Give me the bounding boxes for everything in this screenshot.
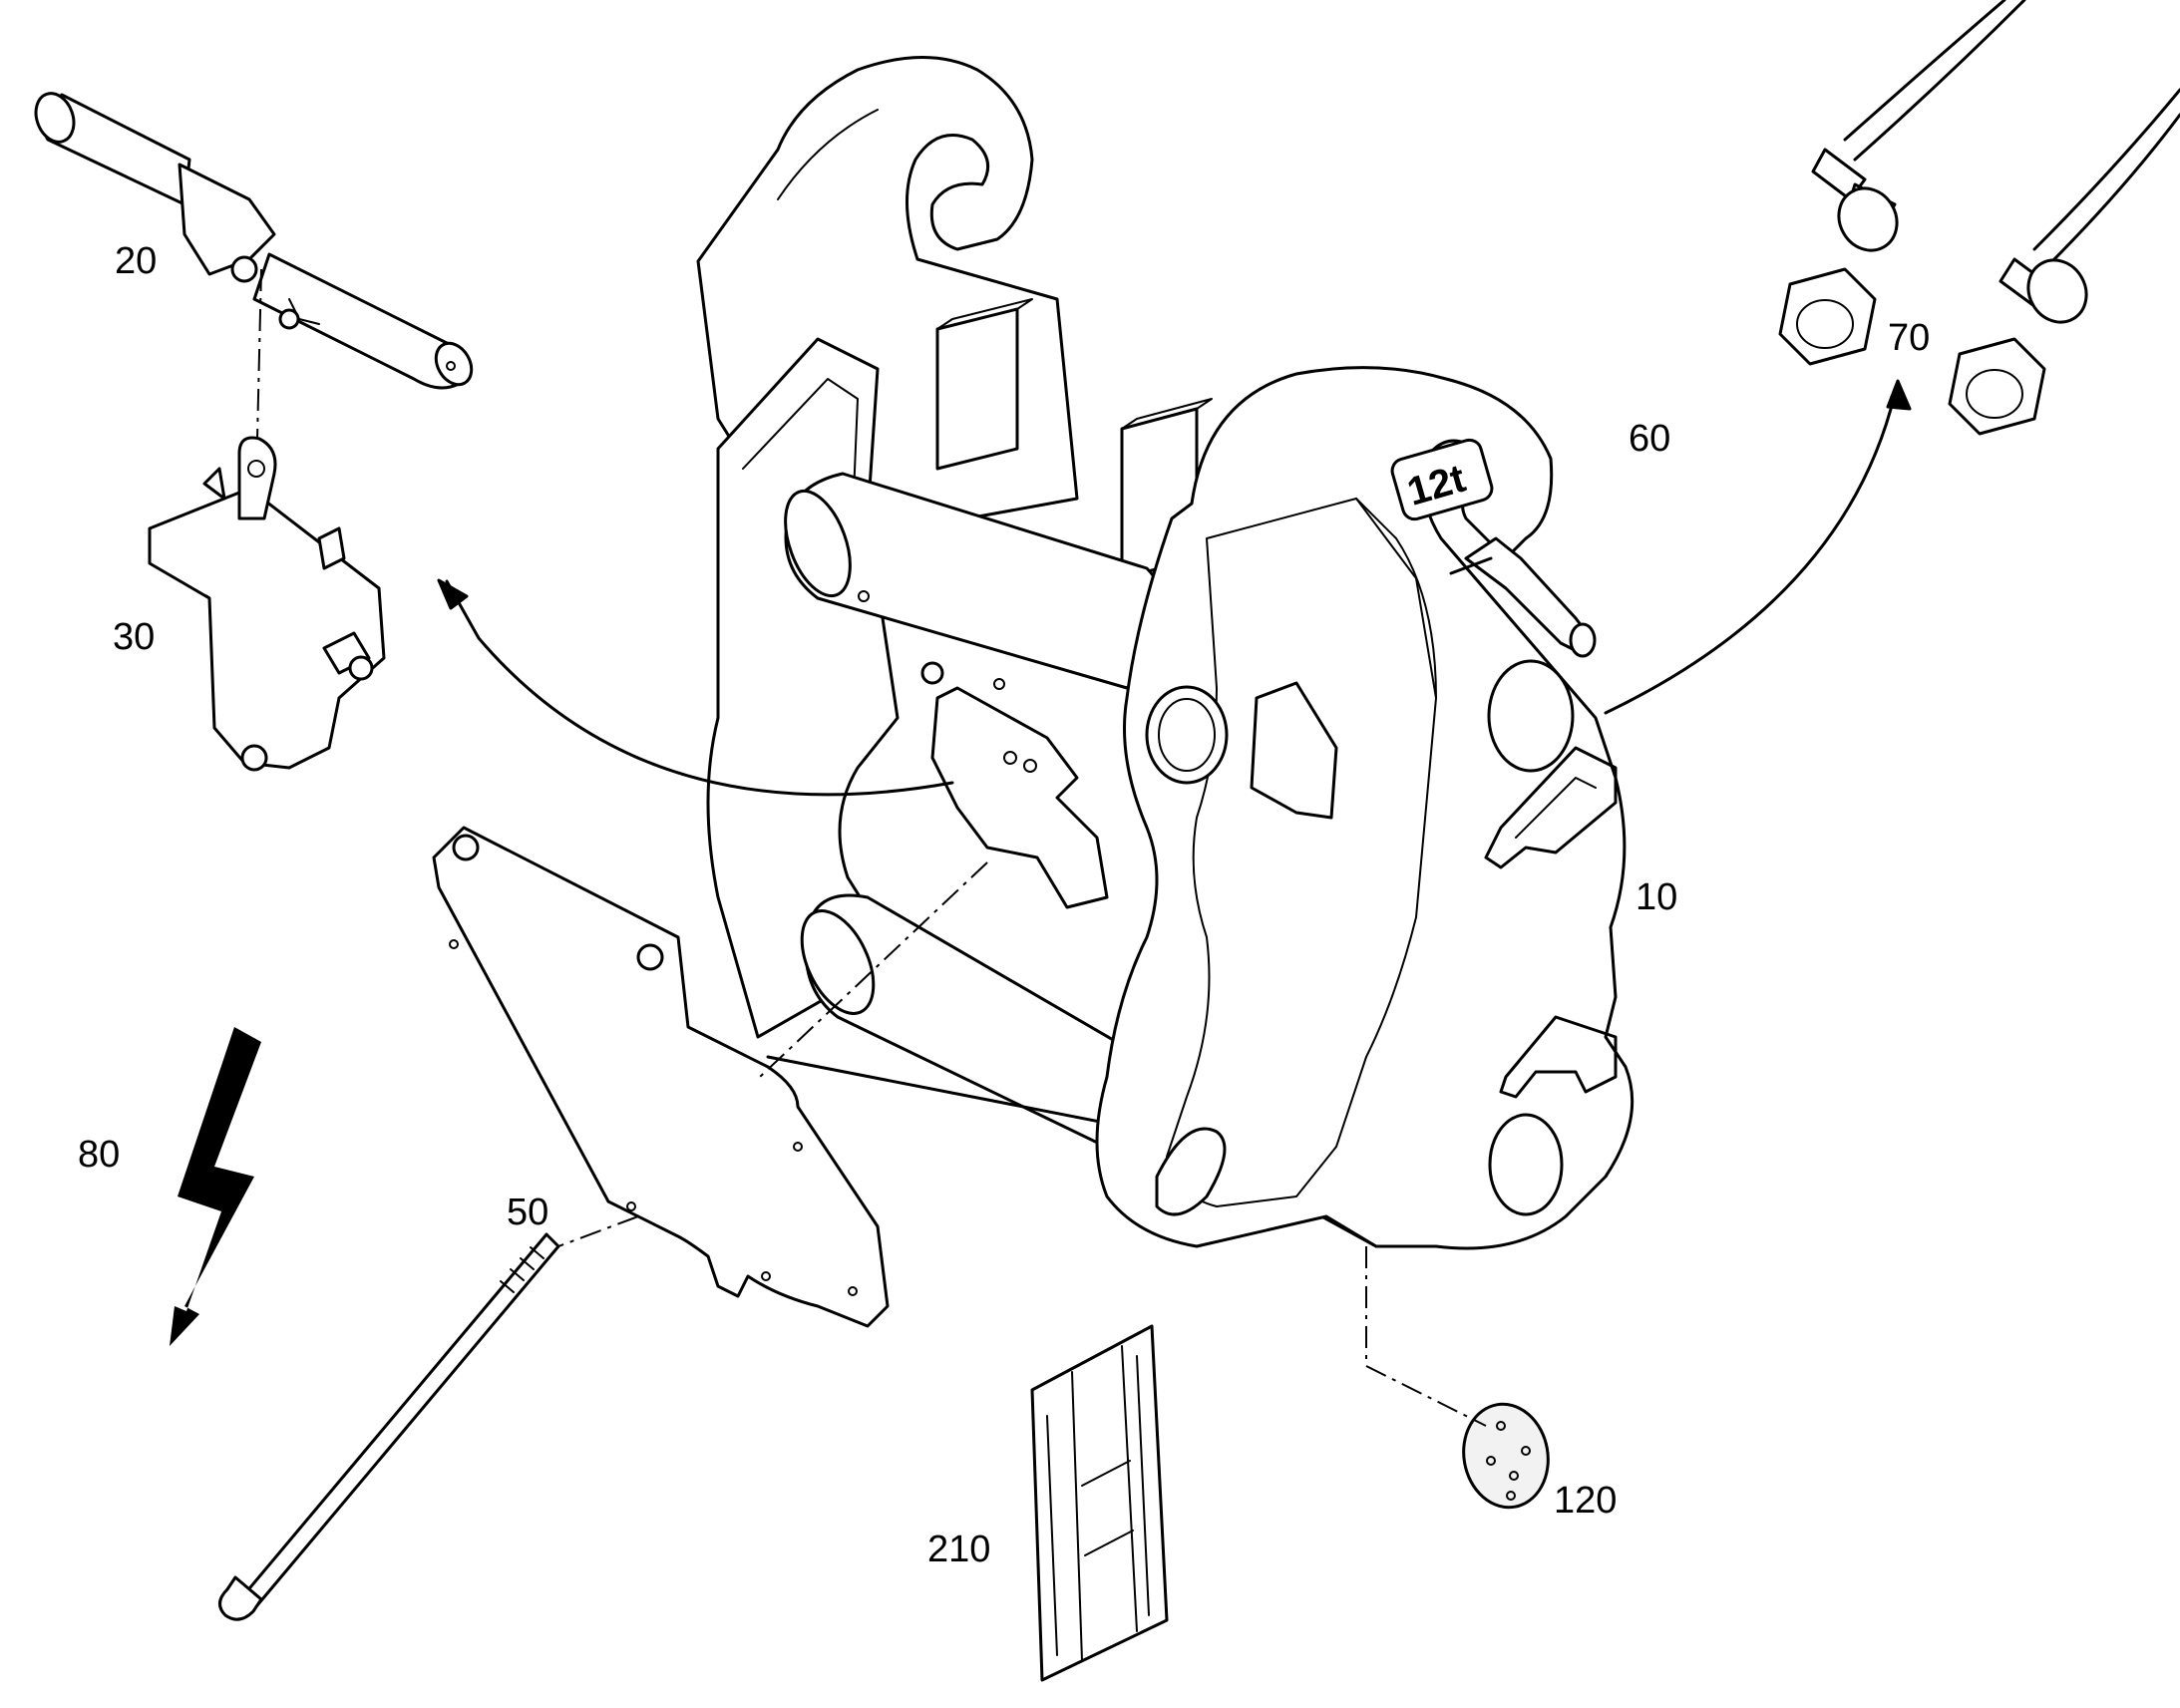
long-bolt: [218, 1232, 560, 1621]
wedge-block: [1250, 681, 1338, 820]
front-side-plate: [1095, 366, 1635, 1250]
upright-bar-left: [935, 307, 1019, 471]
callout-20: 20: [115, 240, 157, 282]
coupler-body-10: 12t: [696, 56, 1635, 1250]
side-bore-hole-lower: [1488, 1113, 1564, 1216]
lightning-bolt-icon: [170, 1027, 261, 1346]
coupling-nut-right: [1948, 337, 2046, 436]
hydraulic-cylinder-20: [34, 92, 474, 390]
callout-10: 10: [1635, 876, 1677, 918]
handle-upper: [1484, 746, 1618, 869]
callout-50: 50: [507, 1192, 548, 1233]
callout-80: 80: [78, 1134, 120, 1176]
callout-30: 30: [113, 616, 155, 658]
capacity-badge: 12t: [1390, 438, 1494, 521]
hydraulic-hoses-70: [1778, 0, 2180, 436]
safety-pin-60: [1449, 536, 1597, 658]
curved-arrow-icon: [437, 379, 1912, 797]
lower-hook-opening: [1155, 1127, 1227, 1216]
rating-plate-210: [1030, 1324, 1169, 1682]
callout-120: 120: [1554, 1480, 1617, 1522]
side-bore-hole-upper: [1487, 659, 1575, 773]
shield-plate-50: [432, 826, 890, 1328]
cover-disc-120: [1462, 1402, 1550, 1510]
valve-block-30: [148, 436, 386, 772]
locking-wedge-mechanism: [930, 686, 1109, 909]
handle-lower: [1499, 1015, 1618, 1099]
assembly-center-lines: [256, 268, 1487, 1427]
callout-60: 60: [1629, 418, 1670, 460]
callout-210: 210: [927, 1529, 990, 1570]
callout-70: 70: [1888, 317, 1930, 359]
coupling-nut-left: [1778, 267, 1877, 366]
